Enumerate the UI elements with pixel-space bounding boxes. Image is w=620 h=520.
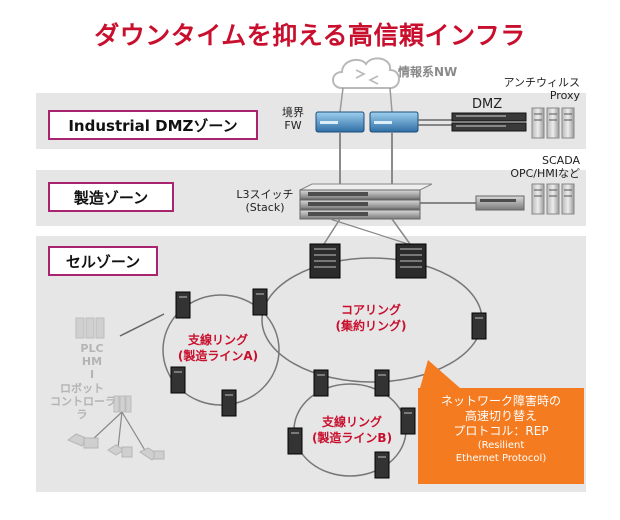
cloud-link xyxy=(389,87,393,113)
scada-label: SCADA OPC/HMIなど xyxy=(476,154,580,180)
robot-controller-label: ロボット コントローラ ラ xyxy=(50,382,116,421)
uplink xyxy=(329,218,409,245)
l3-switch-label-line2: (Stack) xyxy=(245,201,285,214)
controller-label-text: コントローラ xyxy=(50,395,116,408)
callout-line3: プロトコル：REP xyxy=(453,424,549,438)
plc-icon xyxy=(75,317,105,339)
callout-line5: Ethernet Protocol) xyxy=(455,453,547,464)
firewall-icon xyxy=(315,111,365,133)
core-ring-label: コアリング (集約リング) xyxy=(328,302,414,334)
server-icon xyxy=(531,107,575,139)
core-ring-label-line1: コアリング xyxy=(340,303,401,317)
callout-line2: 高速切り替え xyxy=(464,409,537,423)
plc-link xyxy=(119,313,165,337)
l3-stack-switch-icon xyxy=(299,183,433,220)
zone-label-dmz: Industrial DMZゾーン xyxy=(48,110,258,140)
aggregation-switch-icon xyxy=(395,243,427,279)
antivirus-label-line1: アンチウィルス xyxy=(503,76,580,89)
ra-label-text: ラ xyxy=(76,408,88,421)
plc-label: PLC HM I xyxy=(70,342,114,381)
firewall-icon xyxy=(369,111,419,133)
robot-link xyxy=(91,411,147,453)
l3-switch-label: L3スイッチ (Stack) xyxy=(232,188,298,214)
border-fw-label-line1: 境界 xyxy=(282,106,304,119)
uplink xyxy=(391,218,411,245)
dmz-label: DMZ xyxy=(472,97,503,112)
i-label-text: I xyxy=(89,368,95,381)
antivirus-label: アンチウィルス Proxy xyxy=(476,76,580,102)
zone-label-manufacturing: 製造ゾーン xyxy=(48,182,174,212)
cloud-label: 情報系NW xyxy=(398,65,458,79)
scada-switch-icon xyxy=(475,195,525,211)
robot-icon xyxy=(67,433,165,461)
callout-line1: ネットワーク障害時の xyxy=(440,394,561,408)
branch-ring-a xyxy=(162,294,280,406)
l3-switch-label-line1: L3スイッチ xyxy=(236,188,294,201)
aggregation-switch-icon xyxy=(309,243,341,279)
border-fw-label: 境界 FW xyxy=(276,106,310,132)
scada-label-line2: OPC/HMIなど xyxy=(510,167,580,180)
antivirus-label-line2: Proxy xyxy=(549,89,580,102)
branch-ring-b-label-line1: 支線リング xyxy=(321,415,382,429)
zone-label-cell: セルゾーン xyxy=(48,246,158,276)
rep-callout-text: ネットワーク障害時の 高速切り替え プロトコル：REP (Resilient E… xyxy=(424,394,578,465)
cloud-icon xyxy=(332,57,400,89)
controller-icon xyxy=(113,395,132,413)
scada-label-line1: SCADA xyxy=(542,154,580,167)
branch-ring-a-label-line1: 支線リング xyxy=(187,333,248,347)
server-icon xyxy=(531,183,575,215)
uplink xyxy=(323,218,341,245)
rep-callout-box xyxy=(418,388,584,484)
branch-ring-a-label-line2: (製造ラインA) xyxy=(177,349,259,363)
core-ring-label-line2: (集約リング) xyxy=(335,319,407,333)
page-title: ダウンタイムを抑える高信頼インフラ xyxy=(94,21,526,50)
cloud-link xyxy=(339,87,344,113)
branch-ring-b-label-line2: (製造ラインB) xyxy=(311,431,393,445)
callout-line4: (Resilient xyxy=(477,440,525,451)
hm-label-text: HM xyxy=(81,355,103,368)
border-fw-label-line2: FW xyxy=(284,119,302,132)
switch-port-detail xyxy=(174,293,483,458)
dmz-switch-icon xyxy=(451,112,527,132)
robot-label-text: ロボット xyxy=(60,382,104,395)
callout-pointer xyxy=(420,360,460,388)
branch-ring-b-label: 支線リング (製造ラインB) xyxy=(304,414,400,446)
plc-label-text: PLC xyxy=(80,342,104,355)
industrial-switch-icon xyxy=(170,288,487,479)
branch-ring-a-label: 支線リング (製造ラインA) xyxy=(170,332,266,364)
